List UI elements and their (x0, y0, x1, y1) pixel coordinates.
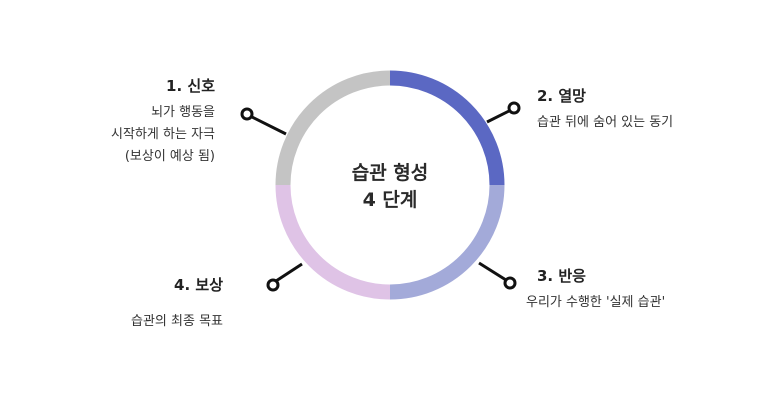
center-title-line1: 습관 형성 (351, 162, 429, 184)
step-reward-description: 습관의 최종 목표 (23, 311, 223, 333)
step-cue-title: 1. 신호 (166, 77, 215, 95)
connector-craving (486, 101, 521, 124)
step-craving-title: 2. 열망 (537, 87, 586, 105)
ring-segment-cue (275, 70, 391, 186)
step-craving-description: 습관 뒤에 숨어 있는 동기 (537, 112, 767, 134)
step-cue-desc-line: 시작하게 하는 자극 (111, 127, 215, 142)
step-craving-desc-line: 습관 뒤에 숨어 있는 동기 (537, 115, 674, 130)
step-cue-desc-line: 뇌가 행동을 (151, 105, 215, 120)
step-response-desc-line: 우리가 수행한 '실제 습관' (526, 295, 666, 310)
center-title-line2: 4 단계 (362, 189, 418, 211)
step-response-title: 3. 반응 (537, 267, 586, 285)
step-cue-desc-line: (보상이 예상 됨) (124, 149, 215, 164)
connector-cue (240, 107, 287, 136)
center-title: 습관 형성 4 단계 (290, 160, 490, 214)
step-reward-title: 4. 보상 (174, 276, 223, 294)
step-cue-description: 뇌가 행동을 시작하게 하는 자극 (보상이 예상 됨) (15, 102, 215, 168)
step-reward: 4. 보상 습관의 최종 목표 (23, 275, 223, 333)
ring-segment-reward (275, 184, 391, 300)
connector-reward (266, 262, 303, 292)
ring-segment-response (389, 184, 505, 300)
step-response: 3. 반응 우리가 수행한 '실제 습관' (526, 266, 766, 314)
step-reward-desc-line: 습관의 최종 목표 (131, 314, 223, 329)
step-craving: 2. 열망 습관 뒤에 숨어 있는 동기 (537, 86, 767, 134)
connector-response (478, 261, 517, 290)
ring-segment-craving (389, 70, 505, 186)
step-response-description: 우리가 수행한 '실제 습관' (526, 292, 766, 314)
step-cue: 1. 신호 뇌가 행동을 시작하게 하는 자극 (보상이 예상 됨) (15, 76, 215, 168)
